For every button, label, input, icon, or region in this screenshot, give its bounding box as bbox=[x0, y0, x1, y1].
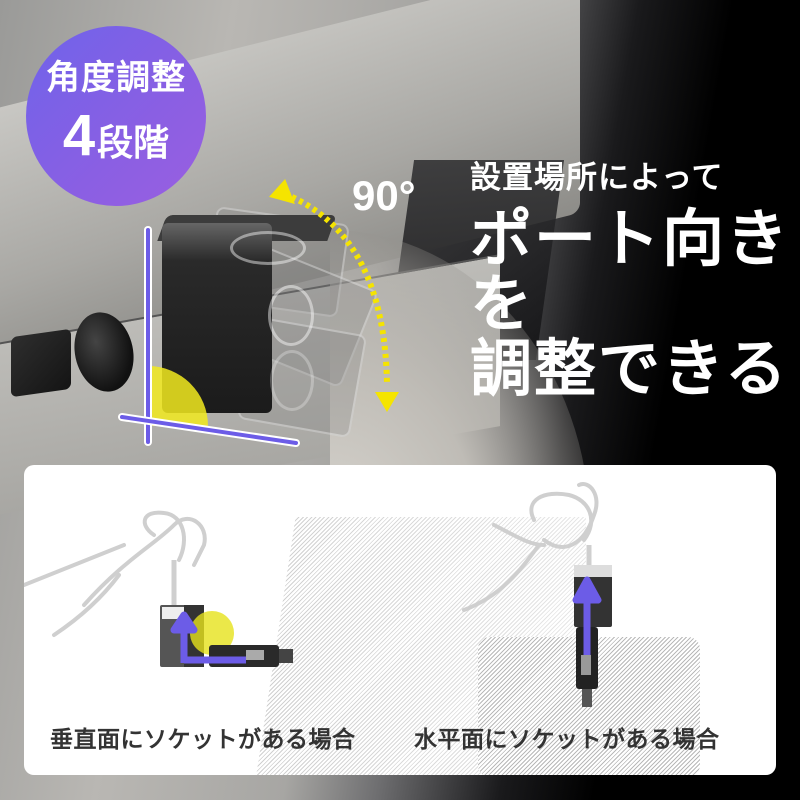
arrow-head-down-icon bbox=[375, 392, 399, 412]
angle-diagram bbox=[118, 179, 399, 447]
hand-icon bbox=[462, 482, 599, 612]
arrow-up-turn-icon bbox=[170, 611, 246, 664]
arrow-up-icon bbox=[572, 576, 602, 655]
socket-ring-icon bbox=[268, 285, 314, 346]
car-charger-icon bbox=[160, 605, 293, 667]
hand-icon bbox=[24, 510, 207, 637]
badge-steps: 4 段階 bbox=[63, 107, 169, 165]
socket-ring-icon bbox=[270, 350, 314, 411]
usage-card: 垂直面にソケットがある場合 水平面にソケットがある場合 bbox=[24, 465, 776, 775]
rotation-arc-icon bbox=[290, 194, 390, 386]
caption-horizontal-socket: 水平面にソケットがある場合 bbox=[414, 726, 720, 752]
angle-highlight-icon bbox=[148, 366, 208, 426]
caption-vertical-socket: 垂直面にソケットがある場合 bbox=[50, 726, 356, 752]
badge-number: 4 bbox=[62, 103, 96, 168]
badge-title: 角度調整 bbox=[46, 59, 186, 97]
horizontal-axis-line bbox=[120, 415, 298, 445]
headline-main-line1: ポート向きを bbox=[470, 205, 791, 340]
angle-steps-badge: 角度調整 4 段階 bbox=[26, 26, 206, 206]
headline-main-line2: 調整できる bbox=[470, 335, 789, 405]
arrow-head-up-icon bbox=[269, 179, 295, 205]
badge-unit: 段階 bbox=[97, 122, 170, 163]
usage-illustrations bbox=[24, 482, 612, 707]
headline-sub: 設置場所によって bbox=[470, 160, 724, 195]
angle-label: 90° bbox=[352, 172, 416, 219]
headline: 設置場所によって ポート向きを 調整できる bbox=[470, 152, 800, 402]
socket-ring-icon bbox=[230, 231, 306, 265]
